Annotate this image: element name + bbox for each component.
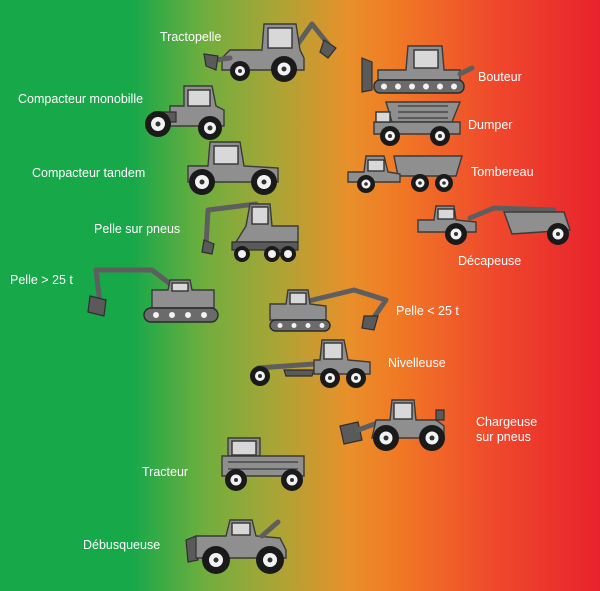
label-dumper: Dumper — [468, 118, 513, 132]
decapeuse-icon — [417, 205, 571, 245]
chargeuse-sur-pneus-icon — [339, 399, 445, 451]
pelle-plus-25t-icon — [87, 267, 219, 323]
label-pelle-moins-25t: Pelle < 25 t — [396, 304, 459, 318]
label-tractopelle: Tractopelle — [160, 30, 222, 44]
label-nivelleuse: Nivelleuse — [388, 356, 446, 370]
debusqueuse-icon — [185, 519, 287, 574]
label-decapeuse: Décapeuse — [458, 254, 522, 268]
compacteur-tandem-icon — [187, 141, 279, 195]
label-compacteur-monobille: Compacteur monobille — [18, 92, 144, 106]
bouteur-icon — [361, 45, 475, 94]
tracteur-icon — [221, 437, 305, 491]
dumper-icon — [373, 101, 462, 146]
label-debusqueuse: Débusqueuse — [83, 538, 161, 552]
compacteur-monobille-icon — [145, 85, 225, 140]
tractopelle-icon — [203, 21, 337, 82]
label-bouteur: Bouteur — [478, 70, 522, 84]
label-tracteur: Tracteur — [142, 465, 189, 479]
label-pelle-sur-pneus: Pelle sur pneus — [94, 222, 181, 236]
label-tombereau: Tombereau — [471, 165, 534, 179]
tombereau-icon — [347, 155, 463, 193]
label-compacteur-tandem: Compacteur tandem — [32, 166, 146, 180]
nivelleuse-icon — [250, 339, 371, 388]
label-chargeuse-sur-pneus: Chargeuse sur pneus — [476, 415, 538, 444]
pelle-sur-pneus-icon — [201, 201, 299, 262]
label-pelle-plus-25t: Pelle > 25 t — [10, 273, 73, 287]
pelle-moins-25t-icon — [269, 287, 389, 332]
